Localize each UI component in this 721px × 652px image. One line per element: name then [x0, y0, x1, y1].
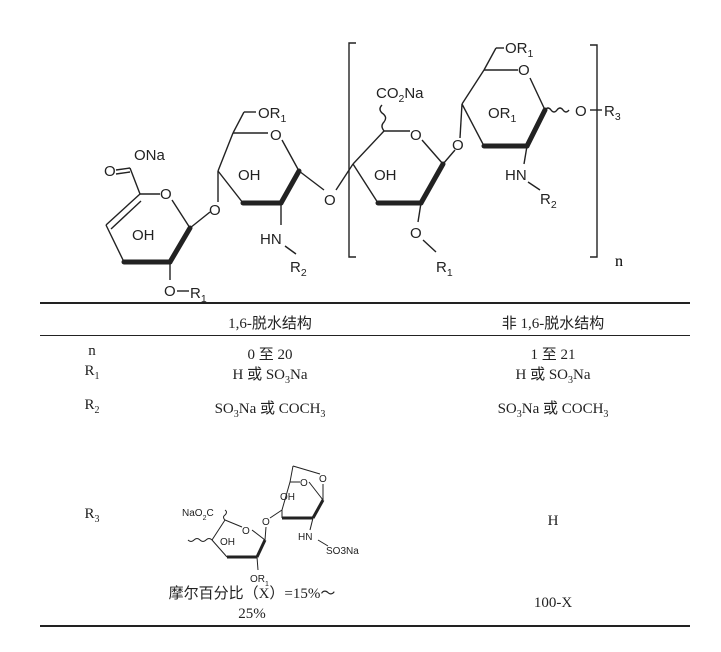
label-o: O [104, 163, 116, 180]
bracket-left [348, 42, 356, 258]
r3-structure [187, 465, 329, 571]
label-oh: OH [220, 537, 235, 548]
row-label-r2: R2 [84, 397, 100, 416]
cell-n-col1: 0 至 20 [247, 347, 293, 363]
label-r2: R2 [540, 191, 557, 211]
cell-r1-col2: H 或 SO3Na [515, 367, 591, 386]
cell-r2-col1: SO3Na 或 COCH3 [214, 401, 326, 420]
cell-r1-col1: H 或 SO3Na [232, 367, 308, 386]
label-r1: R1 [190, 285, 207, 305]
label-or1: OR1 [488, 105, 517, 125]
header-rule [40, 335, 690, 336]
cell-mole-percent-col2: 100-X [533, 595, 573, 611]
label-o: O [262, 517, 270, 528]
label-o: O [410, 225, 422, 242]
label-ona: ONa [134, 147, 166, 164]
cell-r2-col2: SO3Na 或 COCH3 [497, 401, 609, 420]
label-o: O [410, 127, 422, 144]
row-label-r3: R3 [84, 506, 100, 525]
label-o: O [452, 137, 464, 154]
cell-n-col2: 1 至 21 [530, 347, 576, 363]
label-o: O [300, 478, 308, 489]
label-o: O [164, 283, 176, 300]
bracket-right [590, 44, 598, 258]
label-o: O [319, 474, 327, 485]
row-label-r1: R1 [84, 363, 100, 382]
label-o: O [160, 186, 172, 203]
label-oh: OH [132, 227, 155, 244]
label-o: O [270, 127, 282, 144]
label-so3na: SO3Na [326, 546, 359, 557]
table-bottom-rule [40, 625, 690, 627]
label-o: O [324, 192, 336, 209]
label-or1: OR1 [258, 105, 287, 125]
ring-2 [217, 111, 325, 255]
label-hn: HN [505, 167, 527, 184]
cell-r3-col2: H [547, 513, 559, 529]
label-n: n [615, 253, 623, 270]
table-top-rule [40, 302, 690, 304]
ring-1 [105, 167, 211, 280]
label-nao2c: NaO2C [182, 508, 214, 522]
label-r3: R3 [604, 103, 621, 123]
cell-mole-percent-col1: 摩尔百分比（X）=15%～25% [168, 586, 336, 622]
label-o: O [242, 526, 250, 537]
header-anhydro: 1,6-脱水结构 [228, 316, 312, 332]
label-o: O [518, 62, 530, 79]
label-co2na: CO2Na [376, 85, 424, 105]
label-r2: R2 [290, 259, 307, 279]
label-oh: OH [374, 167, 397, 184]
label-oh: OH [238, 167, 261, 184]
label-or1: OR1 [505, 40, 534, 60]
row-label-n: n [88, 343, 96, 359]
ring-3 [352, 104, 456, 253]
label-or1: OR1 [250, 574, 269, 588]
label-hn: HN [260, 231, 282, 248]
label-r1: R1 [436, 259, 453, 279]
ring-4 [459, 47, 602, 191]
label-o: O [209, 202, 221, 219]
label-hn: HN [298, 532, 312, 543]
label-oh: OH [280, 492, 295, 503]
header-non-anhydro: 非 1,6-脱水结构 [501, 316, 605, 332]
label-o: O [575, 103, 587, 120]
